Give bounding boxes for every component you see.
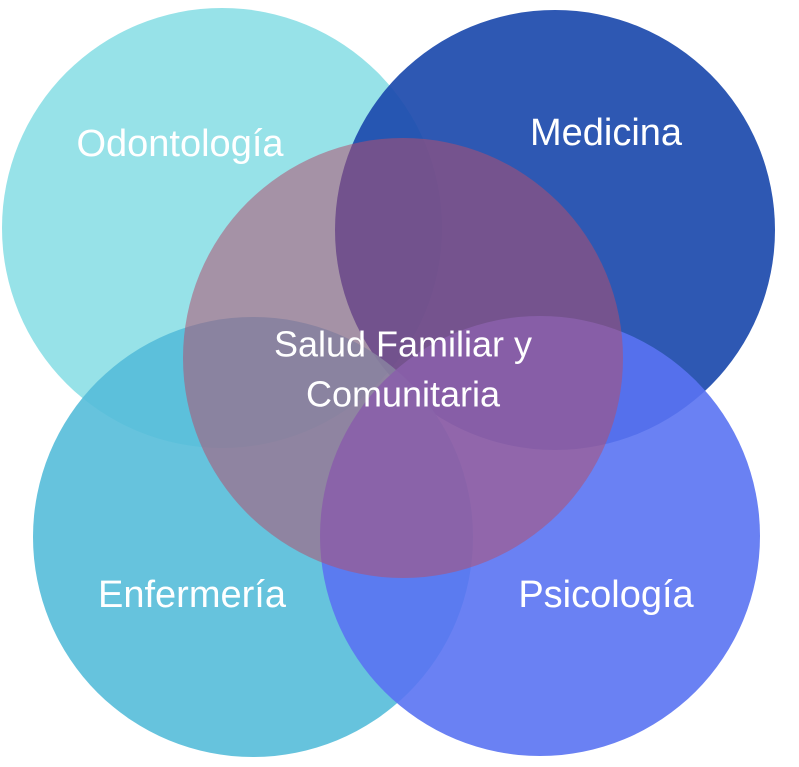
circle-salud-familiar <box>183 138 623 578</box>
label-salud-familiar-line2: Comunitaria <box>306 374 501 415</box>
label-enfermeria: Enfermería <box>98 574 287 616</box>
label-salud-familiar-line1: Salud Familiar y <box>274 324 532 365</box>
label-odontologia: Odontología <box>76 123 284 165</box>
label-medicina: Medicina <box>530 112 683 154</box>
label-psicologia: Psicología <box>518 574 694 616</box>
